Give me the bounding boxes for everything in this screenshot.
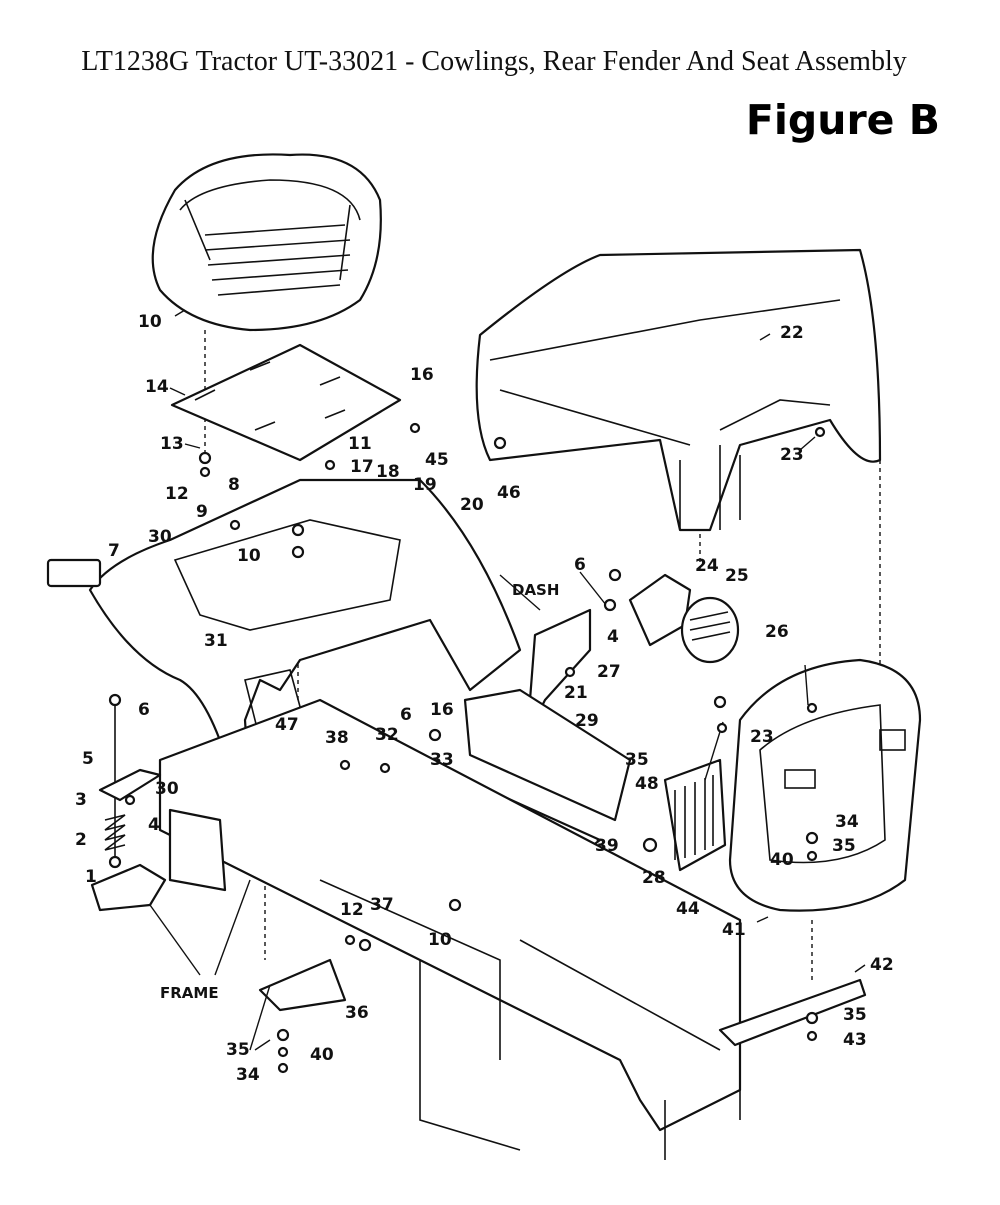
callout: 7 — [108, 541, 120, 561]
callout: 18 — [376, 462, 400, 482]
callout: 33 — [430, 750, 454, 770]
callout: 30 — [148, 527, 172, 547]
callout: 35 — [226, 1040, 250, 1060]
callout: 36 — [345, 1003, 369, 1023]
callout: 6 — [574, 555, 586, 575]
rear-crossbar — [258, 958, 347, 1012]
callout: 14 — [145, 377, 169, 397]
callout: 48 — [635, 774, 659, 794]
seat-pan — [170, 343, 402, 462]
callout: 21 — [564, 683, 588, 703]
callout: 25 — [725, 566, 749, 586]
callout: 46 — [497, 483, 521, 503]
callout: 17 — [350, 457, 374, 477]
fasteners — [108, 422, 826, 1074]
callout: 6 — [400, 705, 412, 725]
headlight-assembly — [628, 573, 740, 664]
callout: 38 — [325, 728, 349, 748]
callout: 47 — [275, 715, 299, 735]
callout: 16 — [430, 700, 454, 720]
seat — [151, 153, 382, 332]
callout: 29 — [575, 711, 599, 731]
diagram-title: LT1238G Tractor UT-33021 - Cowlings, Rea… — [81, 46, 907, 77]
callout: 42 — [870, 955, 894, 975]
callout: 44 — [676, 899, 700, 919]
callout: 34 — [236, 1065, 260, 1085]
callout: 41 — [722, 920, 746, 940]
callout: 35 — [625, 750, 649, 770]
callout: 32 — [375, 725, 399, 745]
callout: 23 — [750, 727, 774, 747]
callout: 4 — [148, 815, 160, 835]
callout: 5 — [82, 749, 94, 769]
callout: 9 — [196, 502, 208, 522]
front-crossbar — [718, 978, 867, 1047]
callout: 28 — [642, 868, 666, 888]
seat-spring-assembly — [98, 700, 162, 860]
reflector — [46, 558, 102, 588]
rear-fender — [88, 478, 522, 812]
callout: 10 — [237, 546, 261, 566]
callout: 10 — [428, 930, 452, 950]
callout: 16 — [410, 365, 434, 385]
callout: 13 — [160, 434, 184, 454]
callout: 31 — [204, 631, 228, 651]
callout: 12 — [340, 900, 364, 920]
front-grille — [728, 658, 922, 912]
callout: 22 — [780, 323, 804, 343]
hood — [475, 248, 882, 532]
callout: 37 — [370, 895, 394, 915]
callout: 40 — [310, 1045, 334, 1065]
callout: 12 — [165, 484, 189, 504]
callout: 1 — [85, 867, 97, 887]
callout: 3 — [75, 790, 87, 810]
callout: 30 — [155, 779, 179, 799]
dash-support — [463, 688, 632, 822]
callout: 24 — [695, 556, 719, 576]
frame — [158, 698, 742, 1160]
callout: 26 — [765, 622, 789, 642]
frame-label: FRAME — [160, 984, 219, 1002]
callout: 35 — [843, 1005, 867, 1025]
callout: 40 — [770, 850, 794, 870]
callout: 10 — [138, 312, 162, 332]
callout: 11 — [348, 434, 372, 454]
callout: 20 — [460, 495, 484, 515]
callout: 45 — [425, 450, 449, 470]
callout: 34 — [835, 812, 859, 832]
grille-screen — [663, 758, 727, 872]
callout: 23 — [780, 445, 804, 465]
dash-label: DASH — [512, 581, 559, 599]
callout: 19 — [413, 475, 437, 495]
callout: 4 — [607, 627, 619, 647]
callout: 27 — [597, 662, 621, 682]
callout: 35 — [832, 836, 856, 856]
figure-label: Figure B — [745, 96, 940, 144]
callout: 6 — [138, 700, 150, 720]
callout: 8 — [228, 475, 240, 495]
callout: 2 — [75, 830, 87, 850]
callout: 39 — [595, 836, 619, 856]
callouts: 10 14 13 12 8 9 30 10 7 11 17 18 19 20 1… — [75, 312, 894, 1085]
callout: 43 — [843, 1030, 867, 1050]
spring-base-plate — [90, 863, 167, 912]
